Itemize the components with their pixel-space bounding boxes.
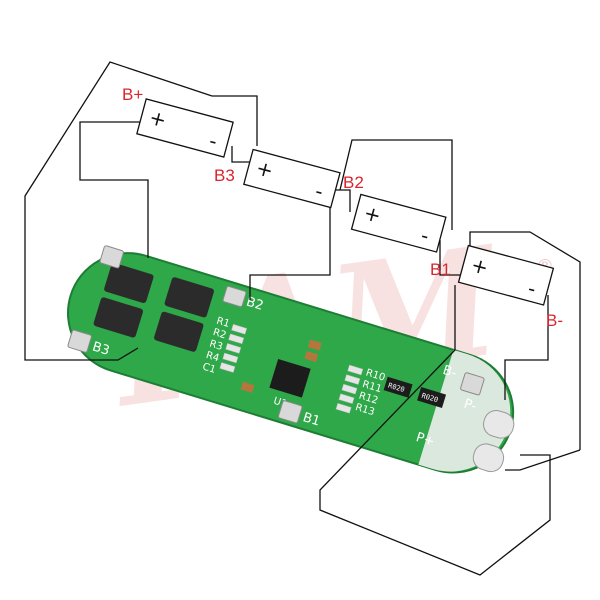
cell-3-plus: +	[361, 200, 383, 228]
wire-b-minus	[504, 295, 549, 400]
sense-resistor-2	[417, 387, 447, 409]
wire-top-right	[339, 139, 453, 230]
label-b2: B2	[343, 173, 364, 192]
wire-top-link	[212, 95, 258, 146]
cell-3: + -	[350, 193, 447, 253]
cell-4: + -	[457, 244, 555, 306]
label-b-plus: B+	[122, 85, 143, 104]
pad-b-minus-label: B-	[441, 363, 459, 381]
output-pad-p-plus	[472, 443, 505, 473]
pad-b3-label: B3	[90, 340, 111, 359]
capacitors	[240, 339, 322, 393]
label-b1: B1	[430, 260, 451, 279]
silk-r3: R3	[208, 339, 224, 353]
wiring	[24, 61, 581, 576]
silk-c1: C1	[201, 361, 217, 375]
pad-p-minus-label: P-	[462, 397, 478, 415]
sense-resistor-1	[383, 376, 413, 398]
wire-b1-link	[439, 240, 465, 276]
cell-1-plus: +	[147, 105, 169, 133]
cell-1: + -	[136, 98, 234, 158]
silk-r1: R1	[215, 316, 231, 330]
wire-p-plus	[505, 449, 581, 471]
wire-outer-right	[469, 231, 581, 450]
mosfet-4	[154, 311, 204, 352]
ic-u1	[269, 358, 311, 398]
pad-b1	[278, 400, 303, 424]
pad-p-plus-label: P+	[414, 430, 436, 450]
mosfet-2	[93, 297, 143, 338]
pad-b-plus-label: B+	[89, 228, 112, 248]
mosfet-3	[164, 277, 214, 318]
label-b-minus: B-	[546, 311, 563, 330]
wire-b1-pad	[319, 285, 551, 576]
pad-b3	[67, 329, 92, 353]
resistor-array-left	[219, 324, 248, 373]
resistor-array-right	[335, 364, 364, 414]
pcb-board: U1 R020 R020 R1 R2 R3 R4 C1 R10 R11 R12 …	[67, 228, 515, 474]
pcb-end-cap	[418, 349, 511, 472]
pad-b2	[222, 285, 247, 308]
cell-2-plus: +	[254, 155, 276, 183]
pad-b-plus	[99, 245, 124, 269]
silk-r4: R4	[204, 350, 220, 364]
cell-2: + -	[243, 148, 341, 209]
wire-b-plus-pad	[79, 121, 149, 258]
wire-b2-pad	[249, 195, 331, 300]
wire-outer-left	[24, 61, 213, 361]
pad-b-minus	[460, 372, 485, 396]
pad-b1-label: B1	[301, 410, 322, 429]
label-b3: B3	[214, 166, 235, 185]
cell-4-plus: +	[469, 252, 491, 280]
output-pad-p-minus	[483, 409, 515, 439]
silk-r2: R2	[211, 327, 227, 341]
mosfet-1	[104, 262, 154, 304]
